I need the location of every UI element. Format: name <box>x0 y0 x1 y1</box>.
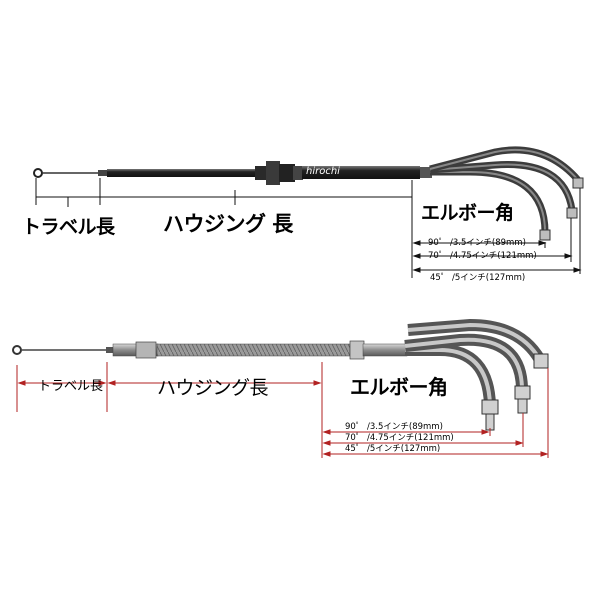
bottom-housing-length-label: ハウジング長 <box>157 377 269 399</box>
bottom-dim-90: 90゜ /3.5インチ(89mm) <box>345 422 443 432</box>
bottom-elbow-tips <box>481 353 549 431</box>
top-housing-left <box>107 169 257 177</box>
top-housing-length-label: ハウジング 長 <box>163 212 293 236</box>
bottom-dimension-lines <box>16 362 549 458</box>
top-ferrule <box>98 170 108 176</box>
top-adjuster <box>255 161 303 185</box>
bottom-fitting <box>349 340 365 360</box>
bottom-travel-length-label: トラベル長 <box>38 379 104 394</box>
bottom-dim-45: 45゜ /5インチ(127mm) <box>345 444 441 454</box>
bottom-collar <box>135 341 157 359</box>
top-elbows <box>429 146 581 233</box>
top-housing-right <box>302 166 420 179</box>
bottom-ball-end <box>12 345 22 355</box>
bottom-elbow-angle-label: エルボー角 <box>350 375 448 399</box>
top-elbow-tips <box>539 177 584 241</box>
watermark: hirochi <box>306 166 340 177</box>
top-ball-end <box>33 168 43 178</box>
top-travel-length-label: トラベル長 <box>22 216 115 238</box>
bottom-ferrule <box>106 347 114 353</box>
bottom-housing-braided <box>156 343 351 357</box>
bottom-elbows <box>404 318 546 406</box>
top-dim-70: 70゜ /4.75インチ(121mm) <box>428 251 537 261</box>
top-dim-45: 45゜ /5インチ(127mm) <box>430 273 526 283</box>
top-elbow-collar <box>420 167 432 178</box>
bottom-housing-right <box>362 343 408 357</box>
top-cable-assembly <box>33 146 584 241</box>
top-dim-90: 90゜ /3.5インチ(89mm) <box>428 238 526 248</box>
top-elbow-angle-label: エルボー角 <box>421 202 514 224</box>
bottom-cable-assembly <box>12 318 549 431</box>
top-dimension-lines <box>35 178 582 278</box>
bottom-dim-70: 70゜ /4.75インチ(121mm) <box>345 433 454 443</box>
